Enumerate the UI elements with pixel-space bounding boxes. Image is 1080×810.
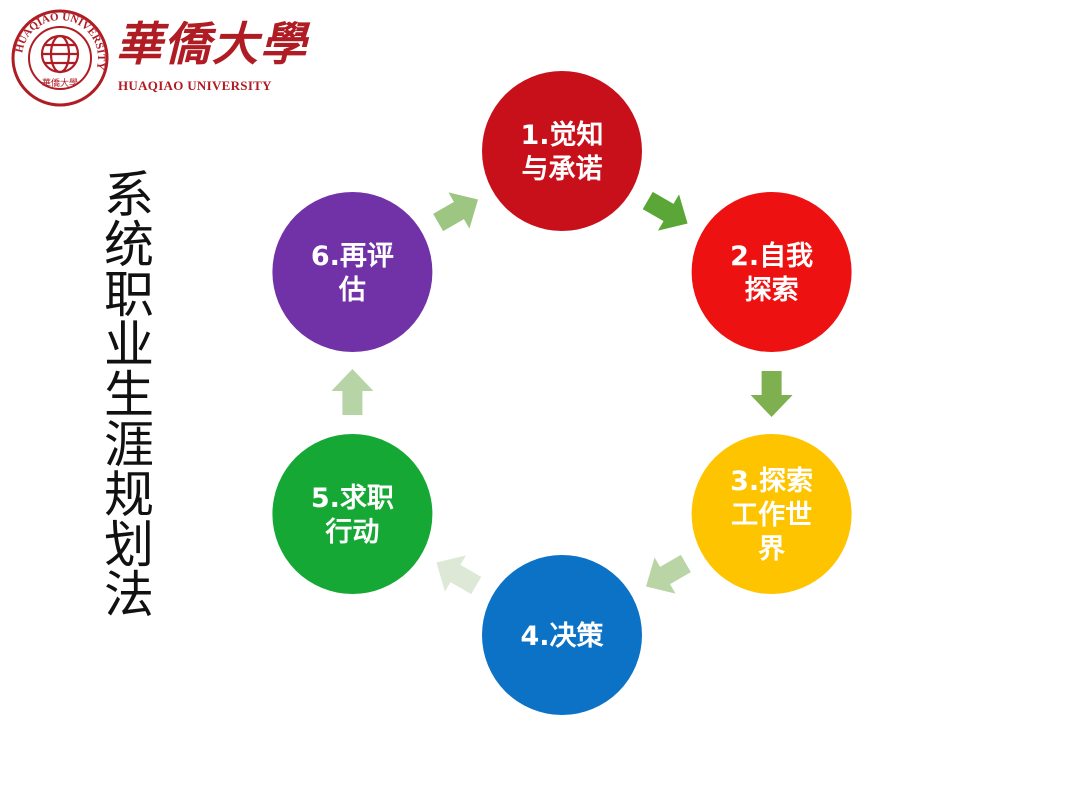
step-label-line: 行动 [324,516,379,548]
step-label-line: 2.自我 [730,240,813,272]
arrow-right-icon [331,369,374,415]
step-label-line: 6.再评 [311,241,394,272]
cycle-step-6: 6.再评估 [272,192,433,352]
step-label-line: 3.探索 [730,466,813,497]
step-label-line: 工作世 [731,500,812,531]
arrow-right-icon [436,555,482,595]
step-circle [272,434,433,594]
step-circle [482,71,642,231]
arrow-right-icon [433,192,478,232]
cycle-arrow-3-to-4 [646,554,691,594]
cycle-arrow-2-to-3 [750,371,793,417]
step-circle [482,555,642,715]
step-circle [691,434,852,594]
cycle-arrow-4-to-5 [436,555,482,595]
university-seal-icon: HUAQIAO UNIVERSITY 華僑大學 [11,9,109,107]
cycle-arrow-1-to-2 [642,191,688,231]
step-label-line: 5.求职 [311,483,394,514]
seal-inner-text: 華僑大學 [42,77,78,89]
step-circle [272,192,433,352]
cycle-step-4: 4.决策 [482,555,642,715]
university-name-cn: 華僑大學 [116,17,308,71]
arrow-right-icon [646,554,691,594]
step-label-line: 探索 [745,275,799,306]
university-logo: HUAQIAO UNIVERSITY 華僑大學 華僑大學 HUAQIAO UNI… [10,8,306,108]
step-circle [691,192,852,352]
cycle-arrow-5-to-6 [331,369,374,415]
step-label-line: 估 [338,275,366,306]
page-title: 系统职业生涯规划法 [96,168,154,618]
arrow-right-icon [642,191,688,231]
step-label-line: 界 [758,534,785,565]
step-label-line: 与承诺 [522,154,603,185]
cycle-arrows [331,191,793,595]
step-label-line: 4.决策 [520,620,604,652]
arrow-right-icon [750,371,793,417]
cycle-arrow-6-to-1 [433,192,478,232]
university-name-en: HUAQIAO UNIVERSITY [118,78,272,93]
step-label-line: 1.觉知 [520,120,603,151]
